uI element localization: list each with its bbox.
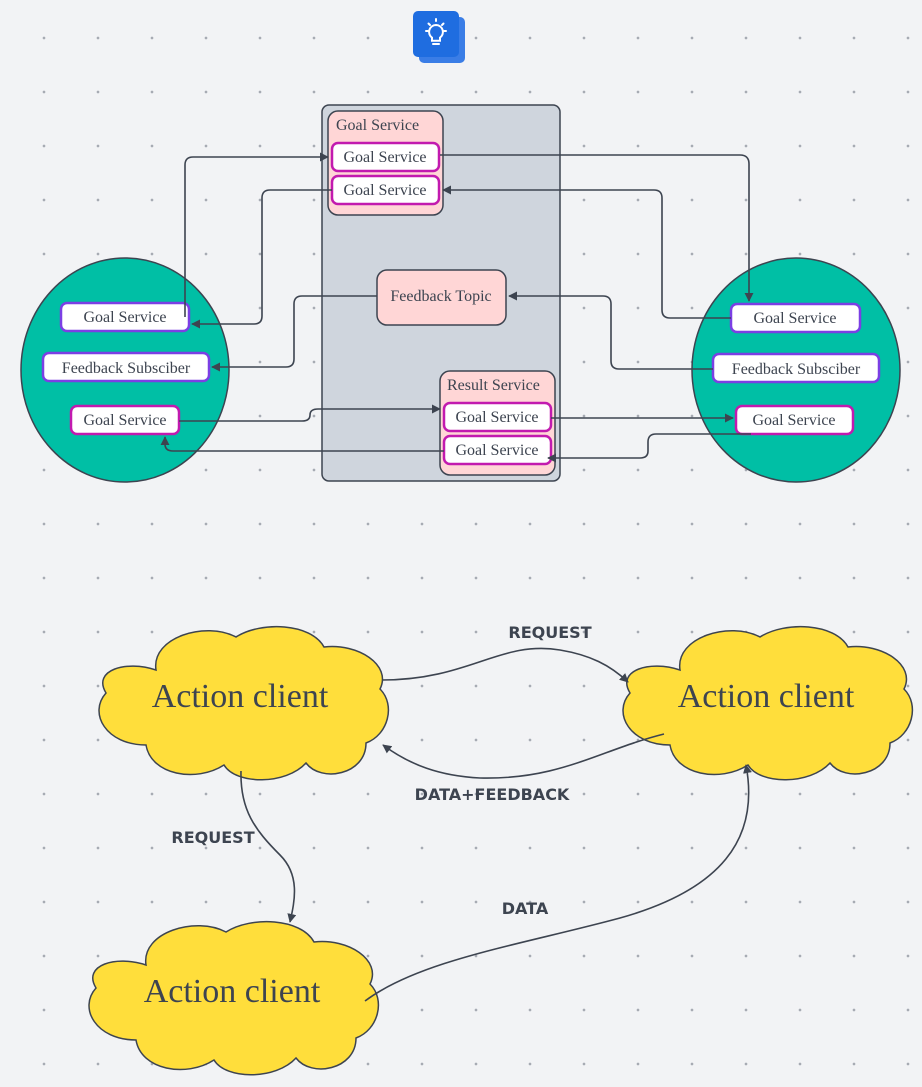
goal-service-label: Goal Service bbox=[343, 182, 426, 199]
cloud-top-right[interactable]: Action client bbox=[622, 625, 914, 781]
lightbulb-icon bbox=[425, 18, 447, 45]
data-edge[interactable] bbox=[364, 764, 752, 1002]
right-goal-service-box[interactable] bbox=[734, 404, 855, 436]
badge-face bbox=[413, 11, 459, 57]
cloud-label: Action client bbox=[678, 678, 855, 715]
connector-arrow[interactable] bbox=[508, 291, 713, 370]
left-goal-service-box[interactable] bbox=[69, 404, 181, 436]
right-goal-service-label: Goal Service bbox=[753, 310, 836, 327]
lightbulb-button[interactable] bbox=[413, 11, 465, 63]
goal-service-box[interactable] bbox=[442, 401, 553, 433]
edge-label-data: DATA bbox=[502, 899, 549, 918]
cloud-top-left[interactable]: Action client bbox=[98, 625, 390, 781]
goal-service-label: Goal Service bbox=[343, 149, 426, 166]
cloud-label: Action client bbox=[144, 973, 321, 1010]
edge-label-data-feedback: DATA+FEEDBACK bbox=[415, 785, 570, 804]
connector-arrow[interactable] bbox=[442, 185, 731, 319]
request-down-edge[interactable] bbox=[240, 770, 297, 923]
connector-arrow[interactable] bbox=[191, 189, 332, 329]
left-feedback-subscriber-label: Feedback Subsciber bbox=[62, 360, 191, 377]
request-edge[interactable] bbox=[381, 647, 629, 683]
data-feedback-edge[interactable] bbox=[382, 733, 665, 779]
goal-service-label: Goal Service bbox=[455, 442, 538, 459]
goal-service-box[interactable] bbox=[330, 141, 441, 173]
right-feedback-subscriber-box[interactable] bbox=[711, 352, 881, 384]
result-group-title: Result Service bbox=[447, 377, 540, 394]
connector-arrow[interactable] bbox=[440, 154, 754, 302]
edge-label-request: REQUEST bbox=[171, 828, 254, 847]
right-feedback-subscriber-label: Feedback Subsciber bbox=[732, 361, 861, 378]
cloud-bottom[interactable]: Action client bbox=[88, 920, 380, 1076]
left-feedback-subscriber-box[interactable] bbox=[41, 351, 211, 383]
feedback-topic-box[interactable] bbox=[376, 269, 507, 326]
goal-service-label: Goal Service bbox=[455, 409, 538, 426]
connector-arrow[interactable] bbox=[547, 433, 751, 463]
goal-service-box[interactable] bbox=[442, 434, 553, 466]
connector-arrow[interactable] bbox=[184, 152, 329, 317]
right-goal-service-label: Goal Service bbox=[752, 412, 835, 429]
connector-arrow[interactable] bbox=[160, 436, 444, 452]
left-goal-service-label: Goal Service bbox=[83, 412, 166, 429]
feedback-topic-label: Feedback Topic bbox=[390, 288, 491, 305]
left-goal-service-box[interactable] bbox=[59, 301, 191, 333]
cloud-label: Action client bbox=[152, 678, 329, 715]
connector-arrow[interactable] bbox=[211, 295, 377, 372]
left-goal-service-label: Goal Service bbox=[83, 309, 166, 326]
goal-group-title: Goal Service bbox=[336, 117, 419, 134]
edge-label-request: REQUEST bbox=[508, 623, 591, 642]
connector-arrow[interactable] bbox=[179, 404, 441, 422]
